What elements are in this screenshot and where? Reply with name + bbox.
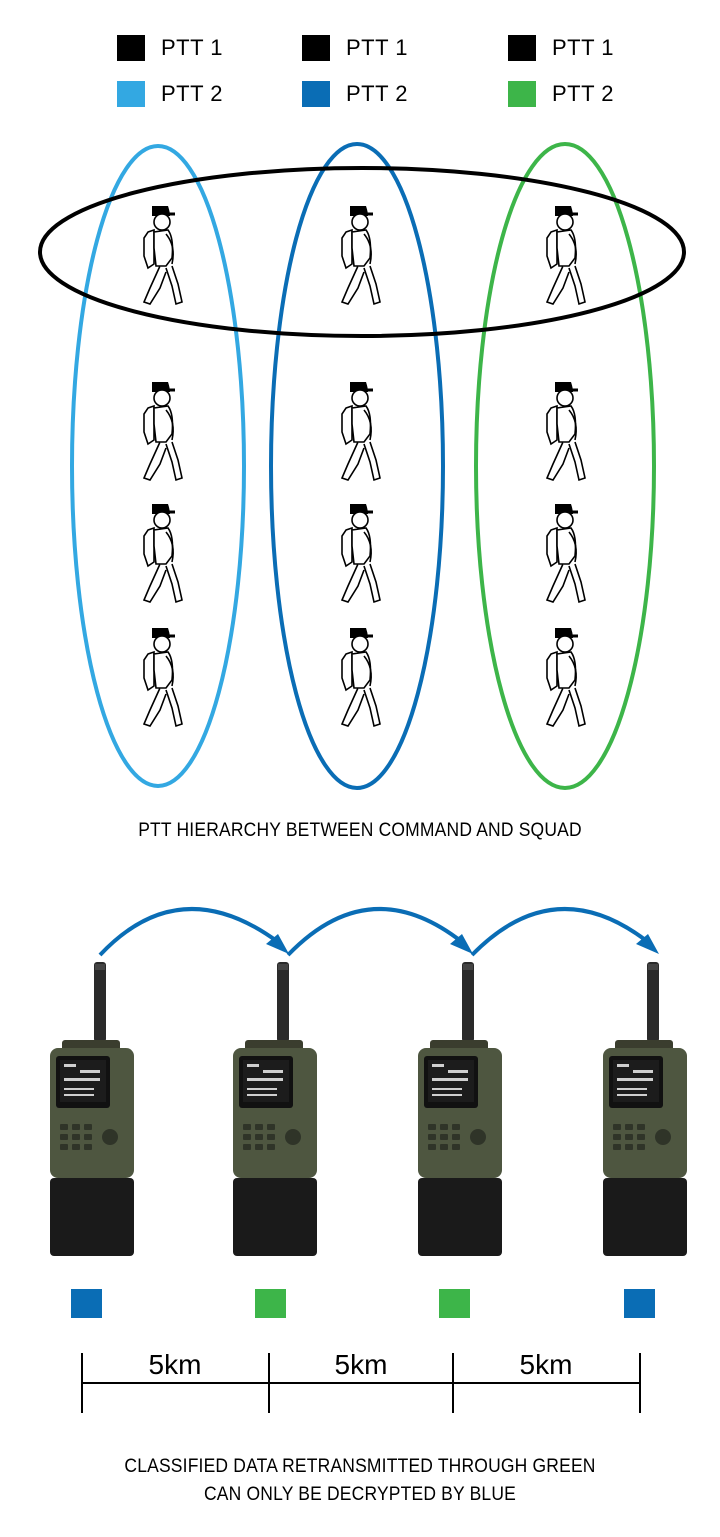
squad-ring-blue [269,142,445,790]
relay-arrow-3 [470,906,650,957]
distance-label: 5km [335,1349,388,1380]
legend-swatch [508,81,536,107]
walking-soldier-icon [545,502,587,604]
legend-item-ptt1-b: PTT 1 [302,34,408,62]
legend-swatch [302,35,330,61]
arrowhead-icon [636,934,659,954]
squad-ring-green [474,142,656,790]
legend-swatch [117,35,145,61]
squad-ring-light-blue [70,144,246,788]
hierarchy-caption: PTT HIERARCHY BETWEEN COMMAND AND SQUAD [138,820,582,841]
relay-arrow-1 [98,906,280,957]
walking-soldier-icon [142,204,184,306]
walking-soldier-icon [142,502,184,604]
walking-soldier-icon [142,380,184,482]
handheld-radio-icon [603,962,687,1256]
radio-marker-green [439,1289,470,1318]
radio-marker-blue [624,1289,655,1318]
radio-marker-green [255,1289,286,1318]
arrowhead-icon [450,934,473,954]
legend-item-ptt1-a: PTT 1 [117,34,223,62]
retransmit-caption-line1: CLASSIFIED DATA RETRANSMITTED THROUGH GR… [124,1456,596,1477]
legend-label: PTT 2 [346,81,409,106]
legend-swatch [117,81,145,107]
distance-scale [81,1353,641,1413]
walking-soldier-icon [340,380,382,482]
relay-arrowheads [266,934,659,954]
walking-soldier-icon [545,380,587,482]
arrowhead-icon [266,934,289,954]
legend-swatch [508,35,536,61]
legend-item-ptt2-light-blue: PTT 2 [117,80,223,108]
legend-label: PTT 2 [552,81,615,106]
legend-label: PTT 1 [161,35,224,60]
handheld-radio-icon [418,962,502,1256]
walking-soldier-icon [142,626,184,728]
legend-item-ptt1-c: PTT 1 [508,34,614,62]
relay-arrows [98,906,650,957]
legend-label: PTT 2 [161,81,224,106]
walking-soldier-icon [545,204,587,306]
walking-soldier-icon [340,626,382,728]
legend-label: PTT 1 [552,35,615,60]
distance-label: 5km [520,1349,573,1380]
handheld-radio-icon [50,962,134,1256]
walking-soldier-icon [340,204,382,306]
walking-soldier-icon [340,502,382,604]
radio-marker-blue [71,1289,102,1318]
legend-label: PTT 1 [346,35,409,60]
legend-item-ptt2-blue: PTT 2 [302,80,408,108]
distance-label: 5km [149,1349,202,1380]
legend-item-ptt2-green: PTT 2 [508,80,614,108]
retransmit-caption-line2: CAN ONLY BE DECRYPTED BY BLUE [204,1484,516,1505]
command-ring [38,166,686,338]
legend-swatch [302,81,330,107]
handheld-radio-icon [233,962,317,1256]
relay-arrow-2 [286,906,464,957]
walking-soldier-icon [545,626,587,728]
